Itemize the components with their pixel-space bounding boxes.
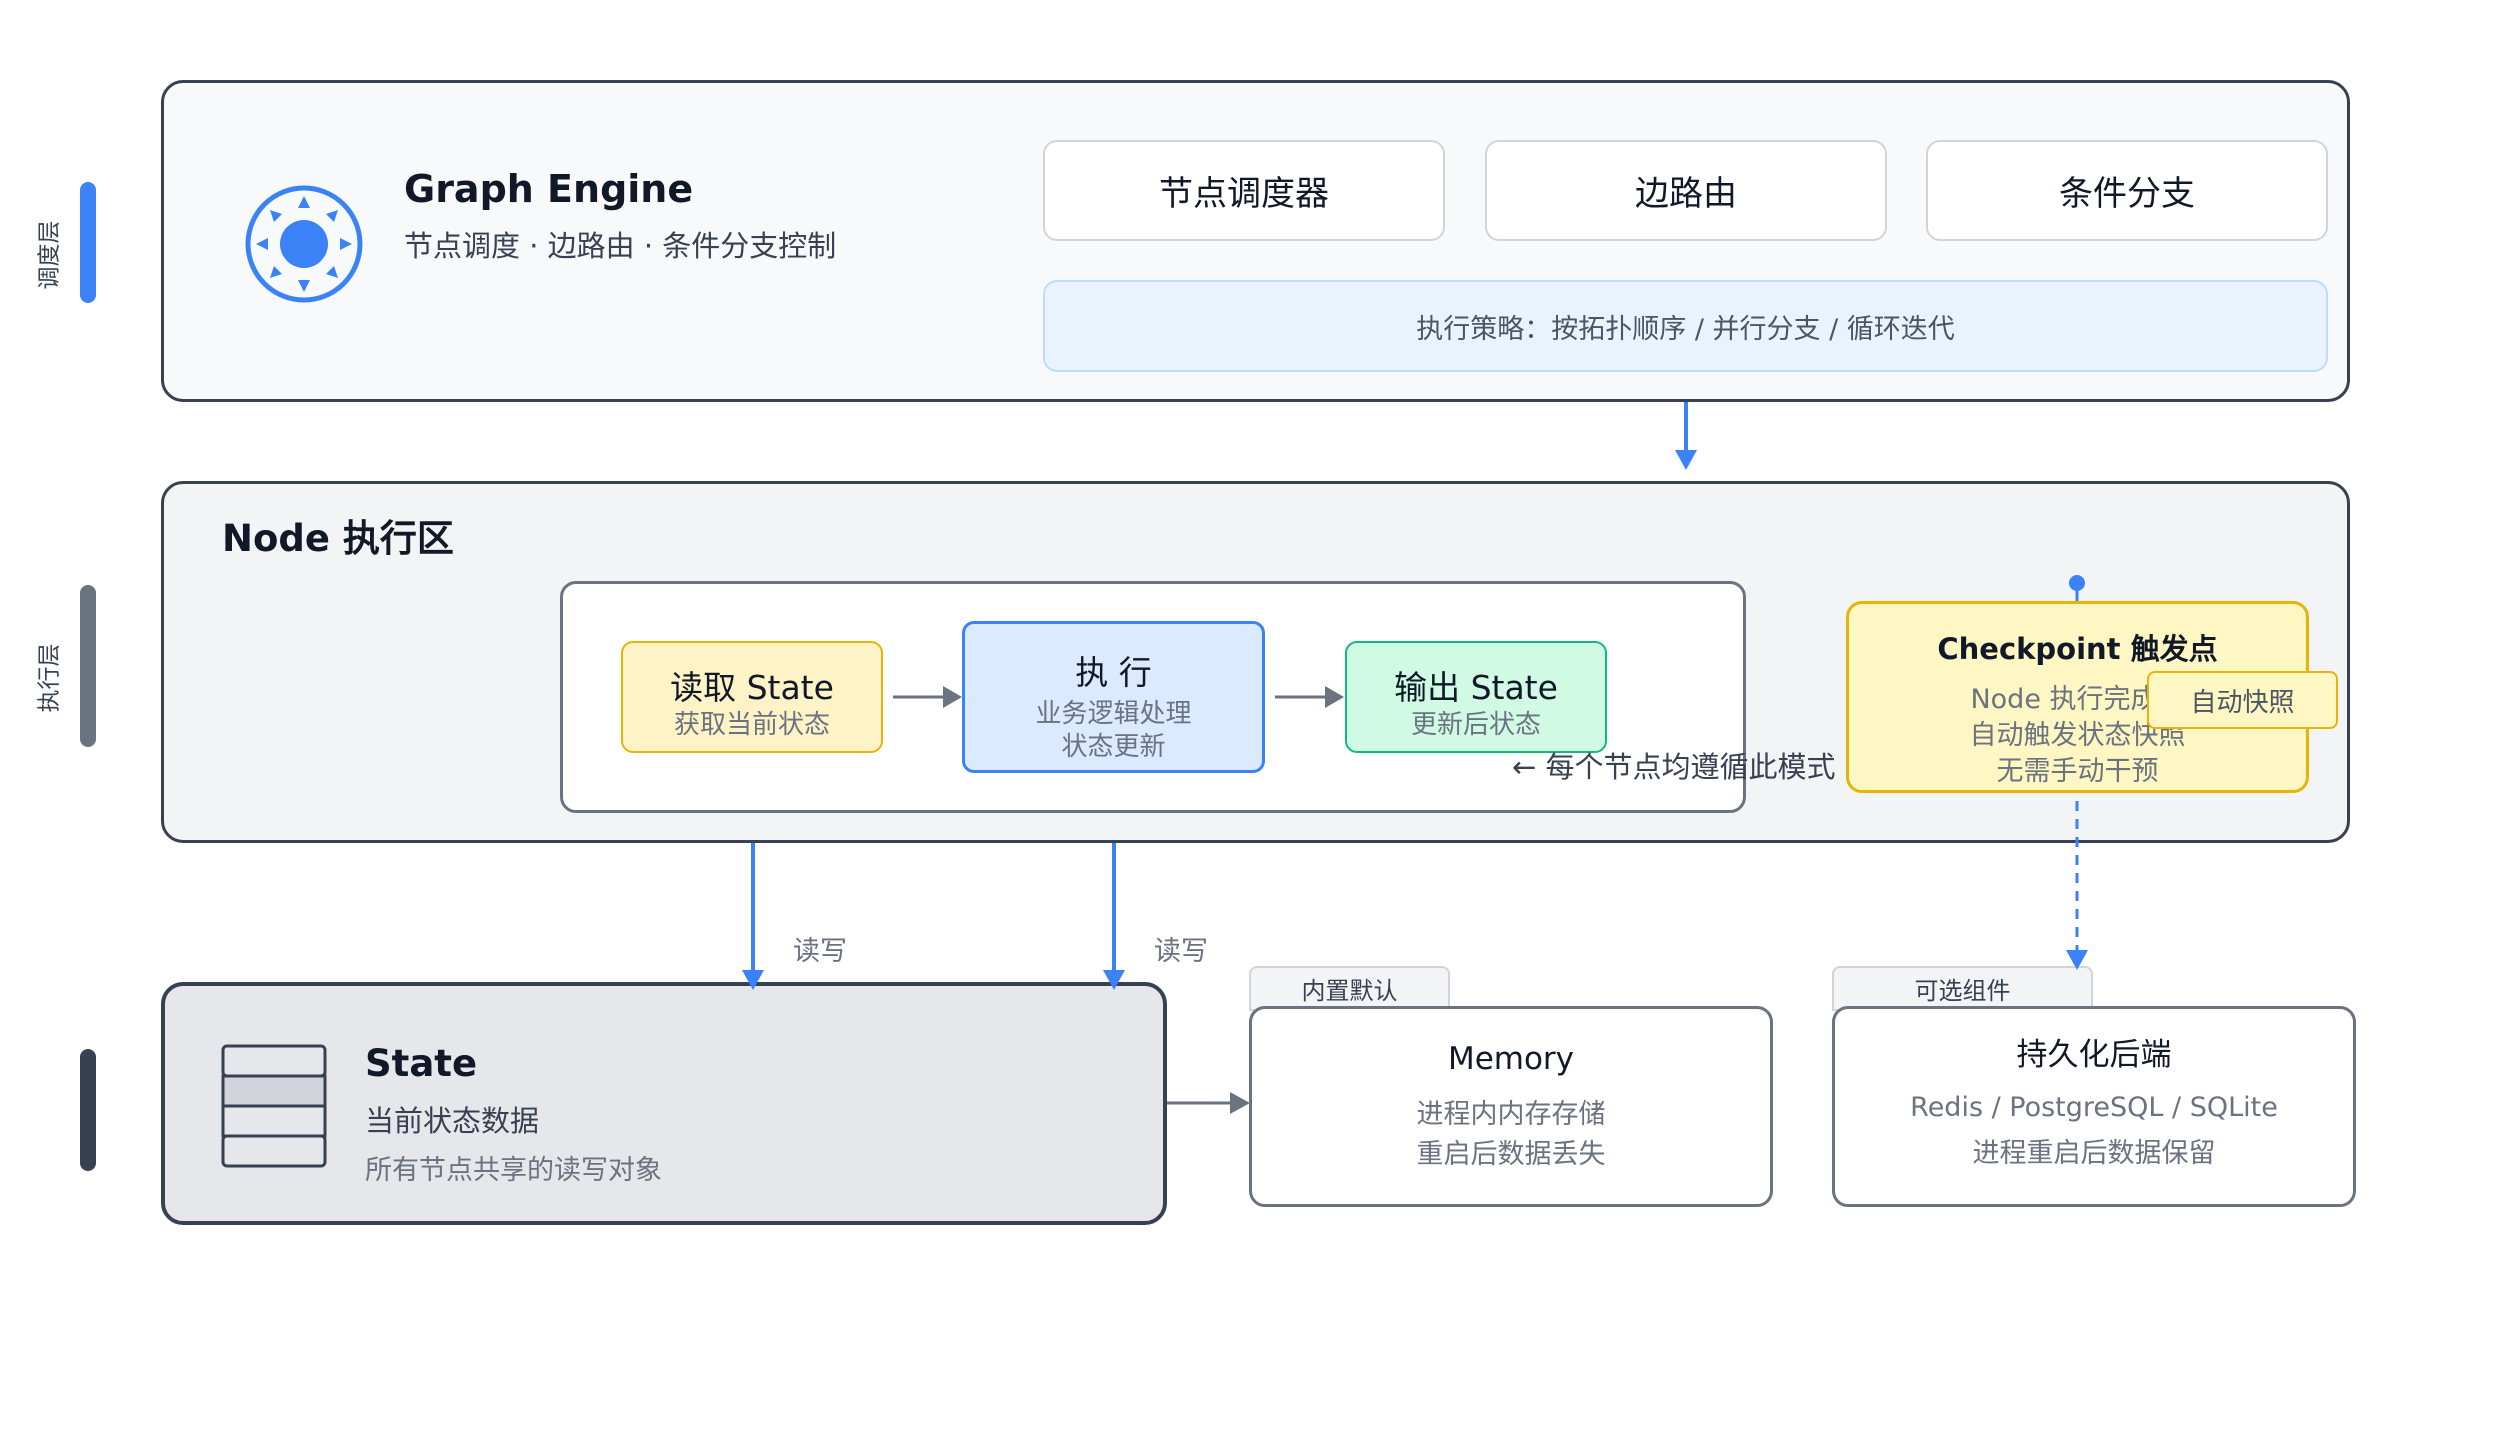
state-title: State: [365, 1042, 478, 1085]
engine-title: Graph Engine: [404, 167, 694, 211]
auto-snapshot-badge: 自动快照: [2147, 671, 2338, 729]
state-description: 所有节点共享的读写对象: [365, 1155, 662, 1186]
layer-bar-state: [80, 1049, 96, 1171]
node-scheduler-box: 节点调度器: [1043, 140, 1445, 241]
engine-subtitle: 节点调度 · 边路由 · 条件分支控制: [404, 229, 837, 263]
edge-routing-box: 边路由: [1485, 140, 1887, 241]
state-subtitle: 当前状态数据: [365, 1104, 540, 1138]
persistence-line-2: 进程重启后数据保留: [1972, 1138, 2216, 1169]
read-to-execute-arrow: [893, 686, 962, 708]
output-state-title: 输出 State: [1394, 668, 1558, 707]
output-state-step: 输出 State 更新后状态: [1345, 641, 1607, 753]
execute-desc-2: 状态更新: [1061, 732, 1166, 762]
pattern-note: ← 每个节点均遵循此模式 →: [1512, 750, 1870, 784]
persistence-box: 持久化后端 Redis / PostgreSQL / SQLite 进程重启后数…: [1832, 1006, 2356, 1207]
node-area-title: Node 执行区: [222, 517, 454, 560]
read-state-title: 读取 State: [670, 668, 834, 707]
memory-line-1: 进程内内存存储: [1416, 1099, 1606, 1130]
execute-step: 执 行 业务逻辑处理 状态更新: [962, 621, 1265, 773]
memory-box: Memory 进程内内存存储 重启后数据丢失: [1249, 1006, 1773, 1207]
memory-tag: 内置默认: [1249, 966, 1450, 1011]
engine-gear-icon: [245, 185, 363, 303]
memory-title: Memory: [1447, 1041, 1575, 1077]
read-state-desc: 获取当前状态: [673, 710, 830, 740]
output-state-desc: 更新后状态: [1410, 710, 1541, 740]
checkpoint-title: Checkpoint 触发点: [1937, 632, 2218, 666]
layer-bar-execute: [80, 585, 96, 747]
rw-label-right: 读写: [1154, 936, 1208, 967]
execute-desc-1: 业务逻辑处理: [1035, 699, 1192, 729]
persistence-line-1: Redis / PostgreSQL / SQLite: [1910, 1092, 2278, 1123]
engine-to-nodes-arrow: [1675, 402, 1697, 470]
read-state-step: 读取 State 获取当前状态: [621, 641, 883, 753]
checkpoint-line-3: 无需手动干预: [1996, 756, 2159, 787]
rw-arrow-left: [742, 843, 764, 990]
state-panel: State 当前状态数据 所有节点共享的读写对象: [161, 982, 1167, 1225]
rw-label-left: 读写: [793, 936, 847, 967]
conditional-branch-box: 条件分支: [1926, 140, 2328, 241]
checkpoint-to-persistence-arrow: [2066, 801, 2088, 970]
rw-arrow-right: [1103, 843, 1125, 990]
state-to-memory-arrow: [1167, 1092, 1250, 1114]
database-icon: [221, 1044, 327, 1168]
execution-strategy-bar: 执行策略：按拓扑顺序 / 并行分支 / 循环迭代: [1043, 280, 2328, 372]
checkpoint-pin: [2069, 575, 2085, 601]
layer-bar-schedule: [80, 182, 96, 303]
execute-to-output-arrow: [1275, 686, 1344, 708]
memory-line-2: 重启后数据丢失: [1416, 1139, 1606, 1170]
persistence-title: 持久化后端: [2016, 1037, 2172, 1073]
execute-title: 执 行: [1075, 653, 1152, 692]
